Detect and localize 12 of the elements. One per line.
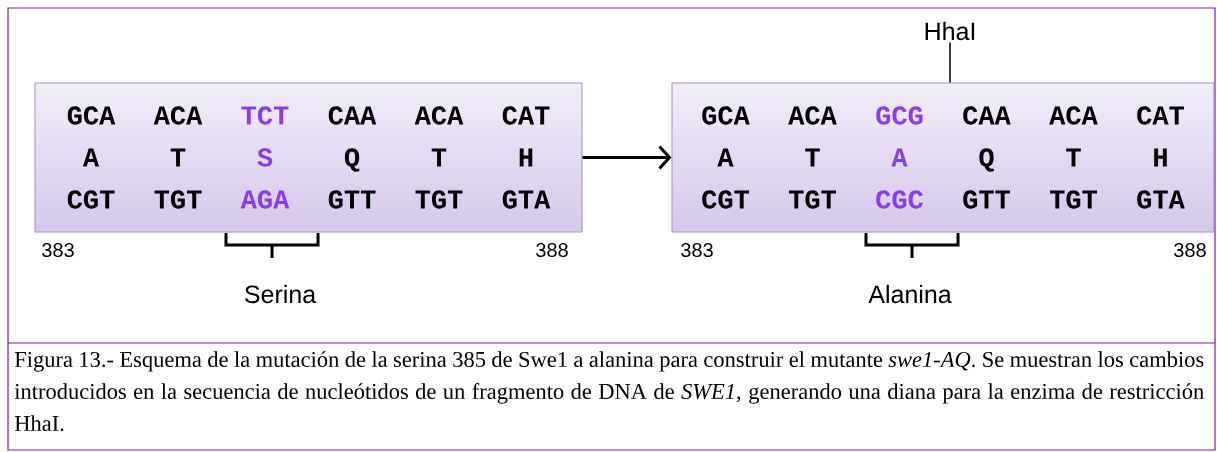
position-number: 388 (1174, 242, 1206, 258)
position-number: 383 (681, 242, 713, 258)
sequence-box: GCA ACA TCT CAA ACA CAT A T S Q T H CGT TGT AGA GTT TGT GTA (34, 82, 583, 233)
arrow (582, 145, 672, 170)
caption: Figura 13.- Esquema de la mutación de la serina 385 de Swe1 a alanina para construir el mutante swe1-AQ. Se muestran los cambios introducidos en la secuencia de nucleótidos de un fragmento de DNA de SWE1, generando una diana para la enzima de restricción HhaI. (14, 351, 1204, 432)
amino-acid-label: Serina (245, 284, 317, 304)
position-number: 383 (42, 242, 74, 258)
amino-acid-label: Alanina (868, 284, 952, 304)
sequence-box: GCA ACA GCG CAA ACA CAT A T A Q T H CGT TGT CGC GTT TGT GTA (671, 82, 1215, 233)
position-number: 388 (536, 242, 568, 258)
leader-line (949, 41, 951, 84)
enzyme-label: HhaI (925, 21, 975, 41)
